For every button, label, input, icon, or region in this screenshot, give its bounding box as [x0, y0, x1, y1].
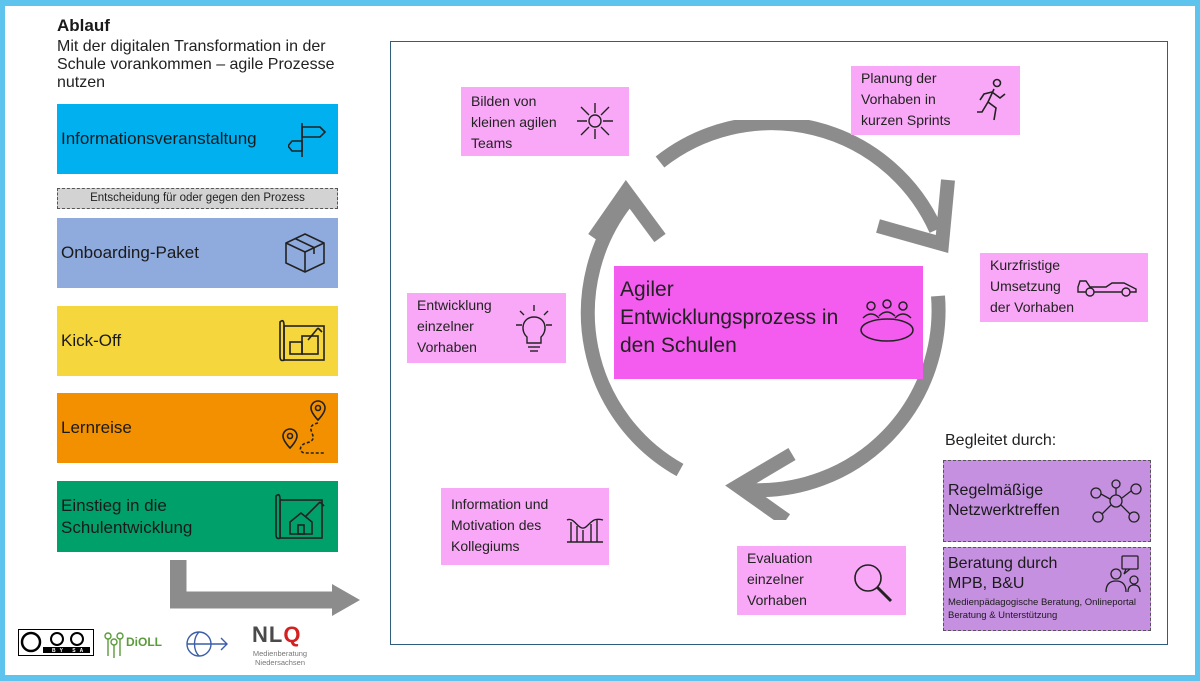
runner-icon [977, 78, 1006, 121]
note-label: Kurzfristige Umsetzung der Vorhaben [990, 257, 1075, 315]
nlq-logo-text: NL [252, 622, 284, 647]
network-logo-icon [186, 631, 228, 657]
note-label: Information und Motivation des Kollegium… [451, 496, 549, 554]
step-label: Informationsveranstaltung [61, 129, 257, 148]
route-map-icon [282, 400, 326, 454]
blueprint-icon [279, 319, 325, 362]
dioll-logo-mark-icon [104, 632, 124, 658]
step-informationsveranstaltung: Informationsveranstaltung [57, 104, 338, 174]
note-umsetzung: Kurzfristige Umsetzung der Vorhaben [980, 253, 1148, 322]
note-information: Information und Motivation des Kollegium… [441, 488, 609, 565]
note-sprints: Planung der Vorhaben in kurzen Sprints [851, 66, 1020, 135]
flow-arrow [170, 560, 360, 616]
note-teams: Bilden von kleinen agilen Teams [461, 87, 629, 156]
step-einstieg-schulentwicklung: Einstieg in die Schulentwicklung [57, 481, 338, 552]
race-car-icon [1077, 280, 1137, 297]
meeting-table-icon [860, 299, 914, 342]
decision-box: Entscheidung für oder gegen den Prozess [57, 188, 338, 209]
center-process: Agiler Entwicklungsprozess in den Schule… [614, 266, 923, 379]
accompany-consulting: Beratung durch MPB, B&U Medienpädagogisc… [943, 547, 1151, 631]
magnifier-icon [854, 564, 893, 603]
note-label: Bilden von kleinen agilen Teams [471, 93, 557, 151]
step-label: Onboarding-Paket [61, 243, 199, 262]
consulting-icon [1105, 555, 1141, 593]
cycle-arrows [580, 120, 955, 520]
signpost-icon [288, 123, 327, 157]
accompany-label: Regelmäßige Netzwerktreffen [948, 482, 1060, 519]
cc-license-logo: BY SA [18, 629, 94, 656]
page-subtitle: Mit der digitalen Transformation in der … [57, 38, 335, 91]
nlq-subtitle: Medienberatung Niedersachsen [252, 649, 308, 667]
accompanied-label: Begleitet durch: [945, 432, 1057, 449]
house-blueprint-icon [275, 493, 325, 539]
package-box-icon [285, 233, 325, 273]
cc-by-sa-icon [19, 630, 92, 654]
note-evaluation: Evaluation einzelner Vorhaben [737, 546, 906, 615]
page-title: Ablauf [57, 16, 110, 35]
step-lernreise: Lernreise [57, 393, 338, 463]
nlq-logo-q: Q [283, 622, 302, 647]
network-people-icon [1090, 479, 1142, 523]
note-label: Evaluation einzelner Vorhaben [747, 550, 813, 608]
accompany-detail: Medienpädagogische Beratung, Onlineporta… [948, 597, 1137, 621]
note-entwicklung: Entwicklung einzelner Vorhaben [407, 293, 566, 363]
step-onboarding: Onboarding-Paket [57, 218, 338, 288]
step-label: Kick-Off [61, 331, 122, 350]
accompany-networking: Regelmäßige Netzwerktreffen [943, 460, 1151, 542]
accompany-label: Beratung durch MPB, B&U [948, 555, 1058, 592]
center-label: Agiler Entwicklungsprozess in den Schule… [620, 278, 839, 357]
lightbulb-icon [516, 305, 552, 352]
step-label: Lernreise [61, 418, 132, 437]
note-label: Entwicklung einzelner Vorhaben [417, 297, 492, 355]
rollercoaster-icon [566, 518, 604, 543]
note-label: Planung der Vorhaben in kurzen Sprints [861, 70, 951, 128]
dioll-logo: DiOLL [126, 635, 162, 649]
cc-label: BY SA [52, 648, 88, 654]
nlq-logo: NLQ [252, 622, 301, 648]
team-hands-icon [577, 103, 613, 139]
step-label: Einstieg in die Schulentwicklung [61, 495, 193, 537]
step-kick-off: Kick-Off [57, 306, 338, 376]
